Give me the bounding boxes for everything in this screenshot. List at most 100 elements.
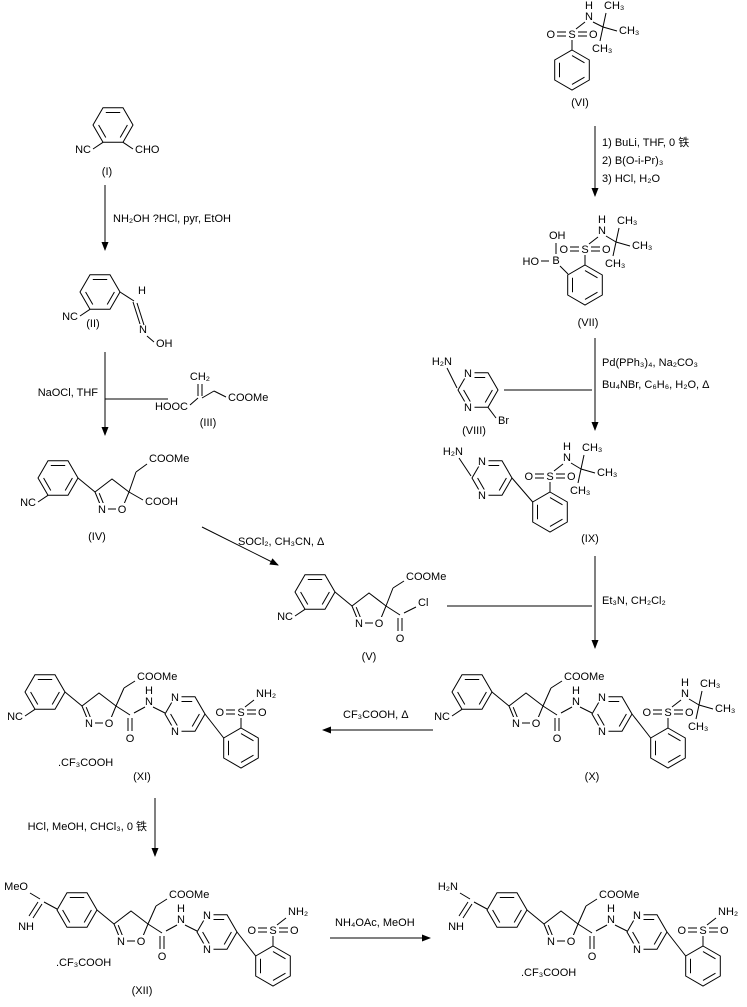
atom-ch3: CH₃ <box>688 721 708 733</box>
atom-o: O <box>126 733 135 745</box>
atom-nh: NH <box>448 921 464 933</box>
atom-n: N <box>681 688 689 700</box>
reagent-label: NH₄OAc, MeOH <box>335 917 415 929</box>
arrow-ii-to-iv: NaOCl, THF <box>38 352 168 436</box>
atom-o: O <box>567 936 576 948</box>
atom-n: N <box>585 11 593 23</box>
reagent-label: HCl, MeOH, CHCl₃, 0 铁 <box>28 820 147 833</box>
atom-o: O <box>532 718 541 730</box>
atom-nc: NC <box>62 311 78 323</box>
atom-n: N <box>478 490 486 502</box>
atom-s: S <box>269 925 276 937</box>
atom-ch3: CH₃ <box>700 678 720 690</box>
atom-s: S <box>568 29 575 41</box>
tbutyl-group <box>577 454 596 484</box>
atom-o: O <box>589 29 598 41</box>
carbonyl-group <box>127 717 133 732</box>
atom-n: N <box>177 914 185 926</box>
reagent-label: 3) HCl, H₂O <box>602 173 660 185</box>
atom-h: H <box>681 677 689 689</box>
atom-s: S <box>664 707 671 719</box>
benzene-ring <box>486 892 528 928</box>
carbonyl-group <box>554 717 560 732</box>
atom-nh2: NH₂ <box>718 906 738 918</box>
compound-label-vi: (VI) <box>571 97 589 109</box>
atom-h: H <box>607 903 615 915</box>
arrow-iv-to-v: SOCl₂, CH₃CN, Δ <box>201 526 325 566</box>
atom-ch3: CH₃ <box>617 215 637 227</box>
compound-iv: NC N O COOMe COOH (IV) <box>20 453 189 543</box>
carbonyl-group <box>397 617 403 632</box>
atom-nc: NC <box>75 144 91 156</box>
atom-coome: COOMe <box>599 889 639 901</box>
atom-br: Br <box>498 415 509 427</box>
arrow-i-to-ii: NH₂OH ?HCl, pyr, EtOH <box>101 185 231 251</box>
atom-n: N <box>607 914 615 926</box>
atom-h: H <box>598 214 606 226</box>
compound-x: NC N O COOMe O N H N N S O O N H CH₃ CH₃… <box>434 671 735 783</box>
benzene-ring <box>92 107 134 143</box>
arrow-ix-to-x: Et₃N, CH₂Cl₂ <box>447 556 666 649</box>
compound-vi: S O O N H CH₃ CH₃ CH₃ (VI) <box>546 0 639 109</box>
atom-o: O <box>105 718 114 730</box>
atom-nc: NC <box>277 611 293 623</box>
benzene-ring <box>650 727 686 769</box>
atom-nh2: NH₂ <box>256 688 276 700</box>
atom-ch2: CH₂ <box>190 371 210 383</box>
atom-h: H <box>138 285 146 297</box>
atom-n: N <box>598 726 606 738</box>
reagent-label: NaOCl, THF <box>38 387 99 399</box>
reagent-label: SOCl₂, CH₃CN, Δ <box>238 536 325 548</box>
carbonyl-group <box>159 935 165 950</box>
tbutyl-group <box>612 227 631 257</box>
tbutyl-group <box>599 12 618 42</box>
compound-label-xii: (XII) <box>132 985 153 997</box>
atom-ch3: CH₃ <box>570 485 590 497</box>
salt-label: .CF₃COOH <box>58 757 113 769</box>
arrow-xi-to-xii: HCl, MeOH, CHCl₃, 0 铁 <box>28 798 159 857</box>
atom-o: O <box>258 707 267 719</box>
benzene-ring <box>685 945 721 987</box>
atom-oh: OH <box>549 230 566 242</box>
atom-n: N <box>145 696 153 708</box>
atom-n: N <box>598 692 606 704</box>
tbutyl-group <box>695 690 714 720</box>
atom-n: N <box>171 692 179 704</box>
atom-s: S <box>581 244 588 256</box>
compound-label-iv: (IV) <box>88 531 106 543</box>
atom-n: N <box>478 456 486 468</box>
atom-meo: MeO <box>4 881 28 893</box>
atom-o: O <box>685 707 694 719</box>
atom-ch3: CH₃ <box>619 25 639 37</box>
atom-o: O <box>290 925 299 937</box>
atom-ch3: CH₃ <box>592 43 612 55</box>
atom-o: O <box>375 618 384 630</box>
benzene-ring <box>532 491 568 533</box>
reagent-label: NH₂OH ?HCl, pyr, EtOH <box>113 213 231 225</box>
benzene-ring <box>56 892 98 928</box>
benzene-ring <box>294 574 336 610</box>
reagent-label: 2) B(O-i-Pr)₃ <box>602 155 663 167</box>
atom-nh: NH <box>18 921 34 933</box>
atom-cho: CHO <box>135 144 160 156</box>
atom-cooh: COOH <box>145 496 178 508</box>
atom-n: N <box>98 504 106 516</box>
atom-n: N <box>512 718 520 730</box>
atom-coome: COOMe <box>137 671 177 683</box>
compound-ii: NC H N OH (II) <box>62 274 173 350</box>
arrow-vii-to-ix: Pd(PPh₃)₄, Na₂CO₃ Bu₄NBr, C₆H₆, H₂O, Δ <box>591 338 710 431</box>
compound-ix: H₂N N N S O O N H CH₃ CH₃ CH₃ (IX) <box>443 441 618 545</box>
atom-h: H <box>563 441 571 453</box>
atom-nc: NC <box>7 711 23 723</box>
compound-vii: S O O N H CH₃ CH₃ CH₃ B OH HO (VII) <box>523 214 653 329</box>
atom-n: N <box>547 936 555 948</box>
atom-coome: COOMe <box>169 889 209 901</box>
reagent-label: Bu₄NBr, C₆H₆, H₂O, Δ <box>602 379 710 391</box>
compound-label-ix: (IX) <box>581 533 599 545</box>
benzene-ring <box>79 274 121 310</box>
atom-o: O <box>588 951 597 963</box>
carbonyl-group <box>589 935 595 950</box>
compound-label-vii: (VII) <box>578 317 599 329</box>
atom-ch3: CH₃ <box>605 258 625 270</box>
